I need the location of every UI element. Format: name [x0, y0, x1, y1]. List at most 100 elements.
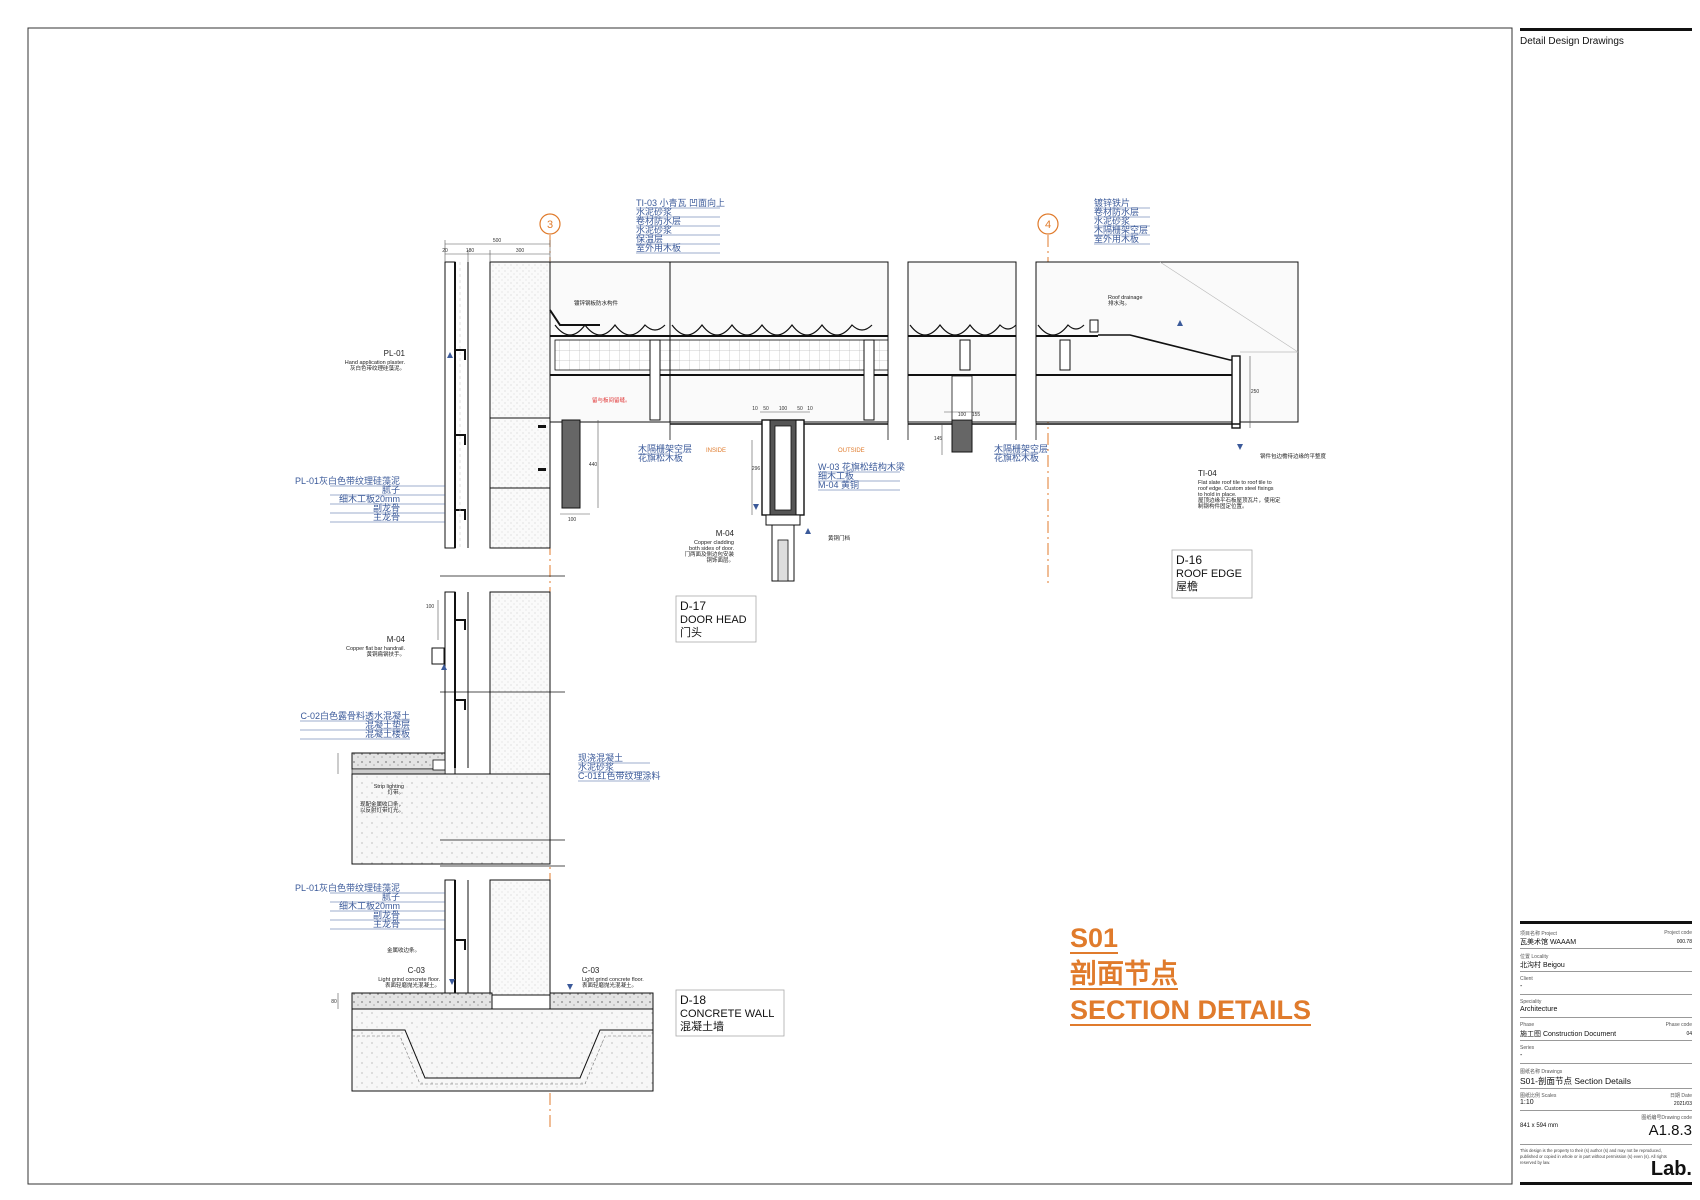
joist-label: 木隔栅架空层 [638, 443, 692, 454]
m04-door-note: 门两面及侧边包安装 [684, 550, 734, 558]
project-code-value: 000.78 [1676, 939, 1692, 945]
pl01-lower-layer: PL-01灰白色带纹理硅藻泥 [295, 882, 400, 893]
locality-value: 北沟村 Beigou [1520, 962, 1565, 969]
paper-size: 841 x 594 mm [1520, 1123, 1559, 1129]
specialty-label: Speciality [1520, 999, 1542, 1005]
dimension-lines [337, 240, 1251, 1009]
pl01-layer: 副龙骨 [373, 502, 400, 513]
pl01-lower-layer: 主龙骨 [373, 918, 400, 929]
roof4-layer: 木隔栅架空层 [1094, 224, 1148, 235]
locality-label: 位置 Locality [1520, 954, 1549, 960]
dim-155: 155 [972, 412, 981, 418]
grid-label-3: 3 [547, 219, 553, 231]
dim-20: 20 [442, 248, 448, 254]
c02-layer: 混凝土楼板 [365, 728, 410, 739]
joist-label: 花旗松木板 [638, 452, 683, 463]
w03-label: M-04 黄铜 [818, 479, 859, 490]
outside-label: OUTSIDE [838, 448, 865, 454]
c03b-note: 表面轻磨抛光混凝土。 [582, 981, 637, 989]
c02-layer: 混凝土垫层 [365, 719, 410, 730]
pl01-lower-layer: 腻子 [382, 892, 400, 902]
d18-name: CONCRETE WALL [680, 1008, 774, 1020]
dim-180: 180 [466, 248, 475, 254]
ti04-tag: TI-04 [1198, 469, 1217, 478]
project-code-label: Project code [1664, 930, 1692, 936]
c03a-note: Light grind concrete floor. [378, 977, 440, 983]
concrete-layer: 水泥砂浆 [578, 761, 614, 772]
pl01-layer: PL-01灰白色带纹理硅藻泥 [295, 475, 400, 486]
pl01-layer: 腻子 [382, 485, 400, 495]
specialty-value: Architecture [1520, 1006, 1558, 1013]
m04-door-note: both sides of door. [689, 546, 734, 552]
phase-label: Phase [1520, 1022, 1535, 1028]
dim-100b: 100 [958, 412, 967, 418]
drawings-value: S01-剖面节点 Section Details [1520, 1076, 1632, 1086]
dim-80: 80 [331, 999, 337, 1005]
detail-tag-d17: D-17 DOOR HEAD 门头 [675, 595, 757, 643]
arrow-markers [441, 320, 1243, 990]
sheet-title-en: SECTION DETAILS [1070, 995, 1312, 1027]
scales-value: 1:10 [1520, 1099, 1534, 1106]
m04-door-tag: M-04 [716, 529, 735, 538]
lab-logo: Lab. [1650, 1158, 1692, 1180]
steel-note: 钢件包边檐待边缘的平整度 [1260, 452, 1327, 460]
d17-code: D-17 [680, 599, 706, 613]
date-label: 日期 Date [1670, 1093, 1692, 1099]
leader-lines [300, 207, 1150, 930]
date-value: 2021/03 [1673, 1101, 1692, 1107]
d17-name: DOOR HEAD [680, 614, 747, 626]
pl01-lower-layer: 细木工板20mm [339, 900, 400, 911]
strip-light-note: 现配金属收口条， [360, 800, 404, 808]
m04-rail-tag: M-04 [387, 635, 406, 644]
m04-door-note: 铜饰面层。 [706, 556, 734, 564]
ti03-layer: 水泥砂浆 [636, 224, 672, 235]
drawing-code: A1.8.3 [1648, 1122, 1692, 1139]
annotations-blue: TI-03 小青瓦 凹面向上 水泥砂浆 卷材防水层 水泥砂浆 保温层 室外用木板… [295, 197, 1148, 929]
series-value: - [1520, 1052, 1523, 1059]
w03-label: W-03 花旗松结构木梁 [818, 461, 905, 472]
concrete-layer: 现浇混凝土 [578, 752, 623, 763]
door-brass-note: 黄铜门档 [828, 534, 851, 542]
ti03-layer: 卷材防水层 [636, 215, 681, 226]
phase-code-value: 04 [1686, 1031, 1692, 1037]
d16-cn: 屋檐 [1176, 579, 1198, 593]
client-label: Client [1520, 976, 1533, 982]
d18-cn: 混凝土墙 [680, 1019, 724, 1033]
grid-line-4: 4 [1037, 213, 1059, 585]
title-block: Detail Design Drawings 项目名称 Project Proj… [1520, 28, 1692, 1188]
disclaimer: This design is the property to their (s)… [1520, 1148, 1667, 1165]
phase-code-label: Phase code [1665, 1022, 1692, 1028]
sheet-code: S01 [1070, 923, 1119, 955]
c02-layer: C-02白色露骨料透水混凝土 [300, 710, 410, 721]
sheet-title-cn: 剖面节点 [1070, 959, 1178, 991]
drawings-label: 图纸名称 Drawings [1520, 1069, 1563, 1075]
w03-label: 细木工板 [818, 470, 854, 481]
strip-light-note: 灯带。 [387, 788, 404, 796]
dim-145: 145 [934, 436, 943, 442]
ti03-layer: 水泥砂浆 [636, 206, 672, 217]
pl01-tag: PL-01 [384, 349, 406, 358]
pl01-layer: 主龙骨 [373, 511, 400, 522]
joist-label: 花旗松木板 [994, 452, 1039, 463]
roof4-layer: 卷材防水层 [1094, 206, 1139, 217]
m04-door-note: Copper cladding [694, 540, 734, 546]
roof-drain-note: 排水沟。 [1108, 299, 1130, 307]
dim-500: 500 [493, 238, 502, 244]
series-label: Series [1520, 1045, 1535, 1051]
joist-label: 木隔栅架空层 [994, 443, 1048, 454]
ti04-note: 制钢构件固定位置。 [1198, 502, 1248, 510]
d16-name: ROOF EDGE [1176, 568, 1242, 580]
door-head-section [761, 419, 805, 582]
dim-100d: 100 [426, 604, 435, 610]
metal-edge-note: 金属收边条。 [387, 946, 420, 954]
m04-rail-note: 黄铜扁钢扶手。 [366, 650, 405, 658]
dimension-text: 500 20 180 300 100 440 250 100 145 10 50… [331, 238, 1259, 1005]
d16-code: D-16 [1176, 553, 1202, 567]
ti04-note: roof edge. Custom steel fixings [1198, 486, 1274, 492]
dim-50b: 50 [797, 406, 803, 412]
wall-section [351, 261, 654, 1092]
project-label: 项目名称 Project [1520, 931, 1557, 937]
red-note: 留与板间留缝。 [592, 396, 631, 404]
ti03-layer: 室外用木板 [636, 242, 681, 253]
